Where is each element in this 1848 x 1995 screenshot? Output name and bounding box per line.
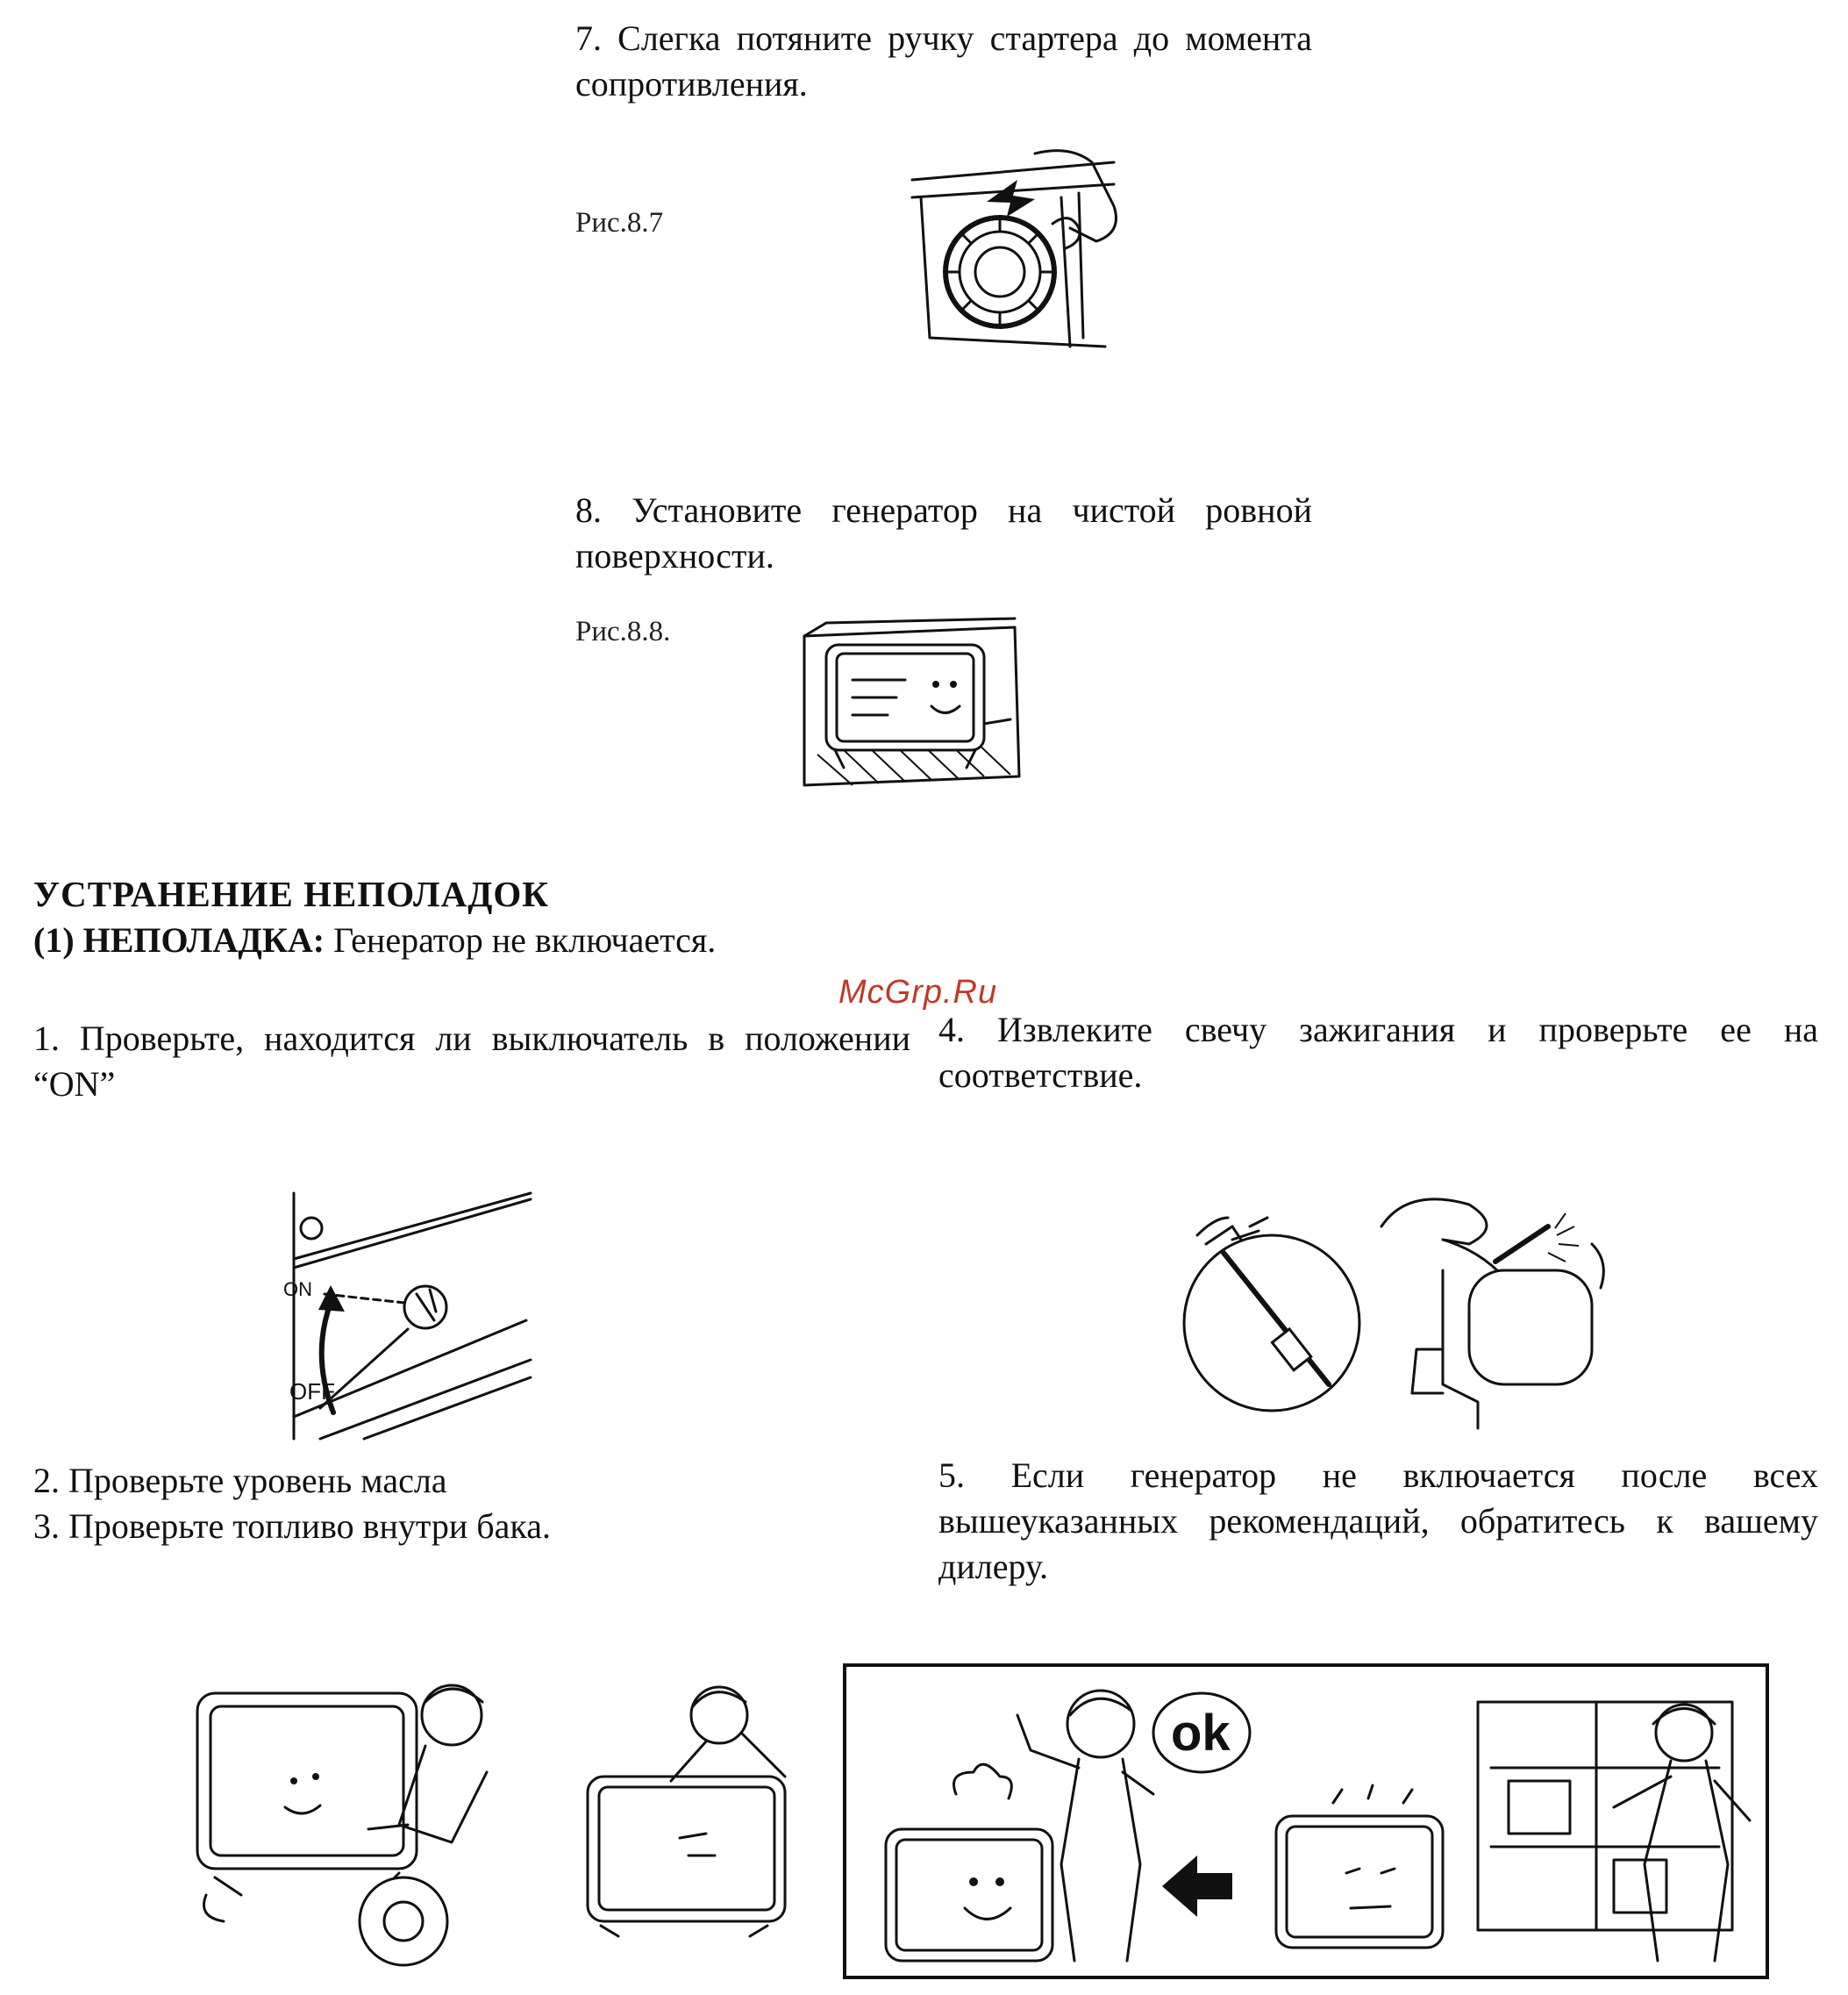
problem-label: (1) НЕПОЛАДКА:: [33, 920, 325, 960]
switch-on-label: ON: [283, 1278, 312, 1300]
check-5-text: 5. Если генератор не включается после вс…: [938, 1455, 1818, 1586]
switch-off-label: OFF: [289, 1378, 335, 1405]
oil-check-illustration: [196, 1684, 489, 1967]
ok-bubble-text: ok: [1171, 1705, 1231, 1762]
dealer-service-illustration: ok: [843, 1663, 1769, 1979]
watermark-mcgrp[interactable]: McGrp.Ru: [838, 974, 998, 1011]
check-2-text: 2. Проверьте уровень масла: [33, 1461, 447, 1500]
step-7-text: 7. Слегка потяните ручку стартера до мом…: [575, 18, 1312, 104]
engine-switch-illustration: ON OFF: [283, 1191, 532, 1441]
check-3-text: 3. Проверьте топливо внутри бака.: [33, 1506, 551, 1546]
step-8-text: 8. Установите генератор на чистой ровной…: [575, 490, 1312, 576]
problem-line: (1) НЕПОЛАДКА: Генератор не включается.: [33, 919, 716, 961]
problem-text: Генератор не включается.: [333, 920, 717, 960]
troubleshooting-heading: УСТРАНЕНИЕ НЕПОЛАДОК: [33, 874, 550, 914]
figure-8-7-caption: Рис.8.7: [575, 207, 664, 239]
check-4-text: 4. Извлеките свечу зажигания и проверьте…: [938, 1010, 1818, 1095]
figure-8-8-caption: Рис.8.8.: [575, 616, 671, 647]
starter-pull-illustration: [910, 149, 1117, 348]
check-1-text: 1. Проверьте, находится ли выключатель в…: [33, 1019, 910, 1104]
fuel-check-illustration: [586, 1685, 787, 1938]
generator-level-surface-illustration: [803, 617, 1021, 787]
spark-plug-illustration: [1182, 1198, 1605, 1430]
